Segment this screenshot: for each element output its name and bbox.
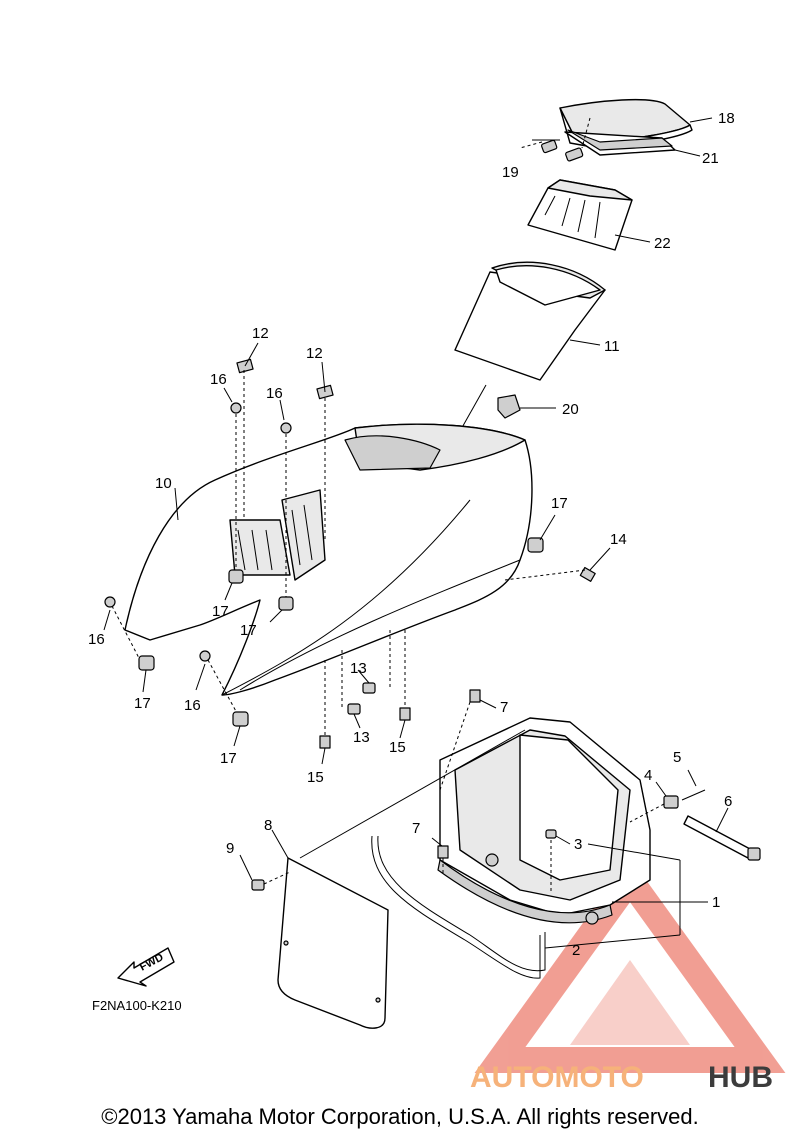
callout-1: 1 (712, 894, 720, 911)
part-11-bin (454, 261, 606, 381)
callout-16a: 16 (210, 371, 227, 388)
callout-17c: 17 (134, 695, 151, 712)
part-17-grommet-c (138, 655, 155, 693)
part-12-clip-b (316, 361, 334, 400)
callout-12b: 12 (306, 345, 323, 362)
callout-12a: 12 (252, 325, 269, 342)
callout-19: 19 (502, 164, 519, 181)
callout-5: 5 (673, 749, 681, 766)
callout-16c: 16 (88, 631, 105, 648)
watermark-hub: HUB (708, 1061, 773, 1094)
callout-17e: 17 (551, 495, 568, 512)
part-13-nut-b (341, 650, 361, 729)
part-16-screw-b (280, 398, 326, 600)
copyright-notice: ©2013 Yamaha Motor Corporation, U.S.A. A… (101, 1104, 699, 1129)
callout-8: 8 (264, 817, 272, 834)
callout-17b: 17 (240, 622, 257, 639)
part-7-screw-a (439, 689, 497, 791)
part-13-nut-a (357, 630, 391, 694)
part-22-storage-box (527, 179, 633, 251)
watermark-logo (474, 857, 786, 1073)
part-16-screw-c (104, 596, 141, 661)
part-15-bolt-a (319, 660, 331, 765)
callout-22: 22 (654, 235, 671, 252)
callout-16b: 16 (266, 385, 283, 402)
part-8-panel (271, 729, 526, 1029)
label-leaders (103, 117, 713, 691)
part-2-seal (371, 835, 681, 979)
part-12-clip-a (236, 342, 259, 374)
callout-7a: 7 (500, 699, 508, 716)
callout-3: 3 (574, 836, 582, 853)
part-4-clip (629, 781, 679, 823)
callout-13a: 13 (350, 660, 367, 677)
part-6-strap (683, 807, 761, 861)
part-1-tray (437, 717, 708, 925)
watermark-automoto: AUTOMOTO (470, 1061, 644, 1094)
callout-11: 11 (604, 338, 620, 355)
callout-13b: 13 (353, 729, 370, 746)
part-9-screw (239, 854, 291, 891)
part-15-bolt-b (399, 630, 411, 739)
callout-21: 21 (702, 150, 719, 167)
callout-15b: 15 (389, 739, 406, 756)
part-21-gasket (564, 129, 676, 156)
callout-14: 14 (610, 531, 627, 548)
part-20-clip (454, 384, 556, 441)
part-5-pin (681, 769, 706, 801)
part-19-fasteners (519, 117, 591, 162)
part-16-screw-d (199, 650, 239, 716)
callout-17d: 17 (220, 750, 237, 767)
callout-17a: 17 (212, 603, 229, 620)
part-10-hull-cover (124, 423, 533, 696)
part-17-grommet-a (224, 569, 244, 601)
callout-15a: 15 (307, 769, 324, 786)
callout-18: 18 (718, 110, 735, 127)
part-3-plug (545, 829, 681, 893)
callout-16d: 16 (184, 697, 201, 714)
watermark-text: AUTOMOTO HUB (470, 1061, 773, 1094)
part-14-bolt (504, 547, 611, 582)
callout-7b: 7 (412, 820, 420, 837)
callout-10: 10 (155, 475, 172, 492)
part-16-screw-a (230, 370, 245, 575)
part-17-grommet-d (232, 711, 249, 747)
diagram-code: F2NA100-K210 (92, 998, 182, 1013)
callout-20: 20 (562, 401, 579, 418)
callouts: 18 21 19 22 11 20 12 12 16 16 10 17 14 1… (88, 110, 735, 959)
fwd-arrow: FWD (117, 947, 175, 987)
part-7-screw-b (431, 837, 449, 875)
callout-6: 6 (724, 793, 732, 810)
callout-2: 2 (572, 942, 580, 959)
callout-9: 9 (226, 840, 234, 857)
callout-4: 4 (644, 767, 652, 784)
part-17-grommet-b (269, 596, 294, 623)
part-17-grommet-e (527, 514, 556, 553)
